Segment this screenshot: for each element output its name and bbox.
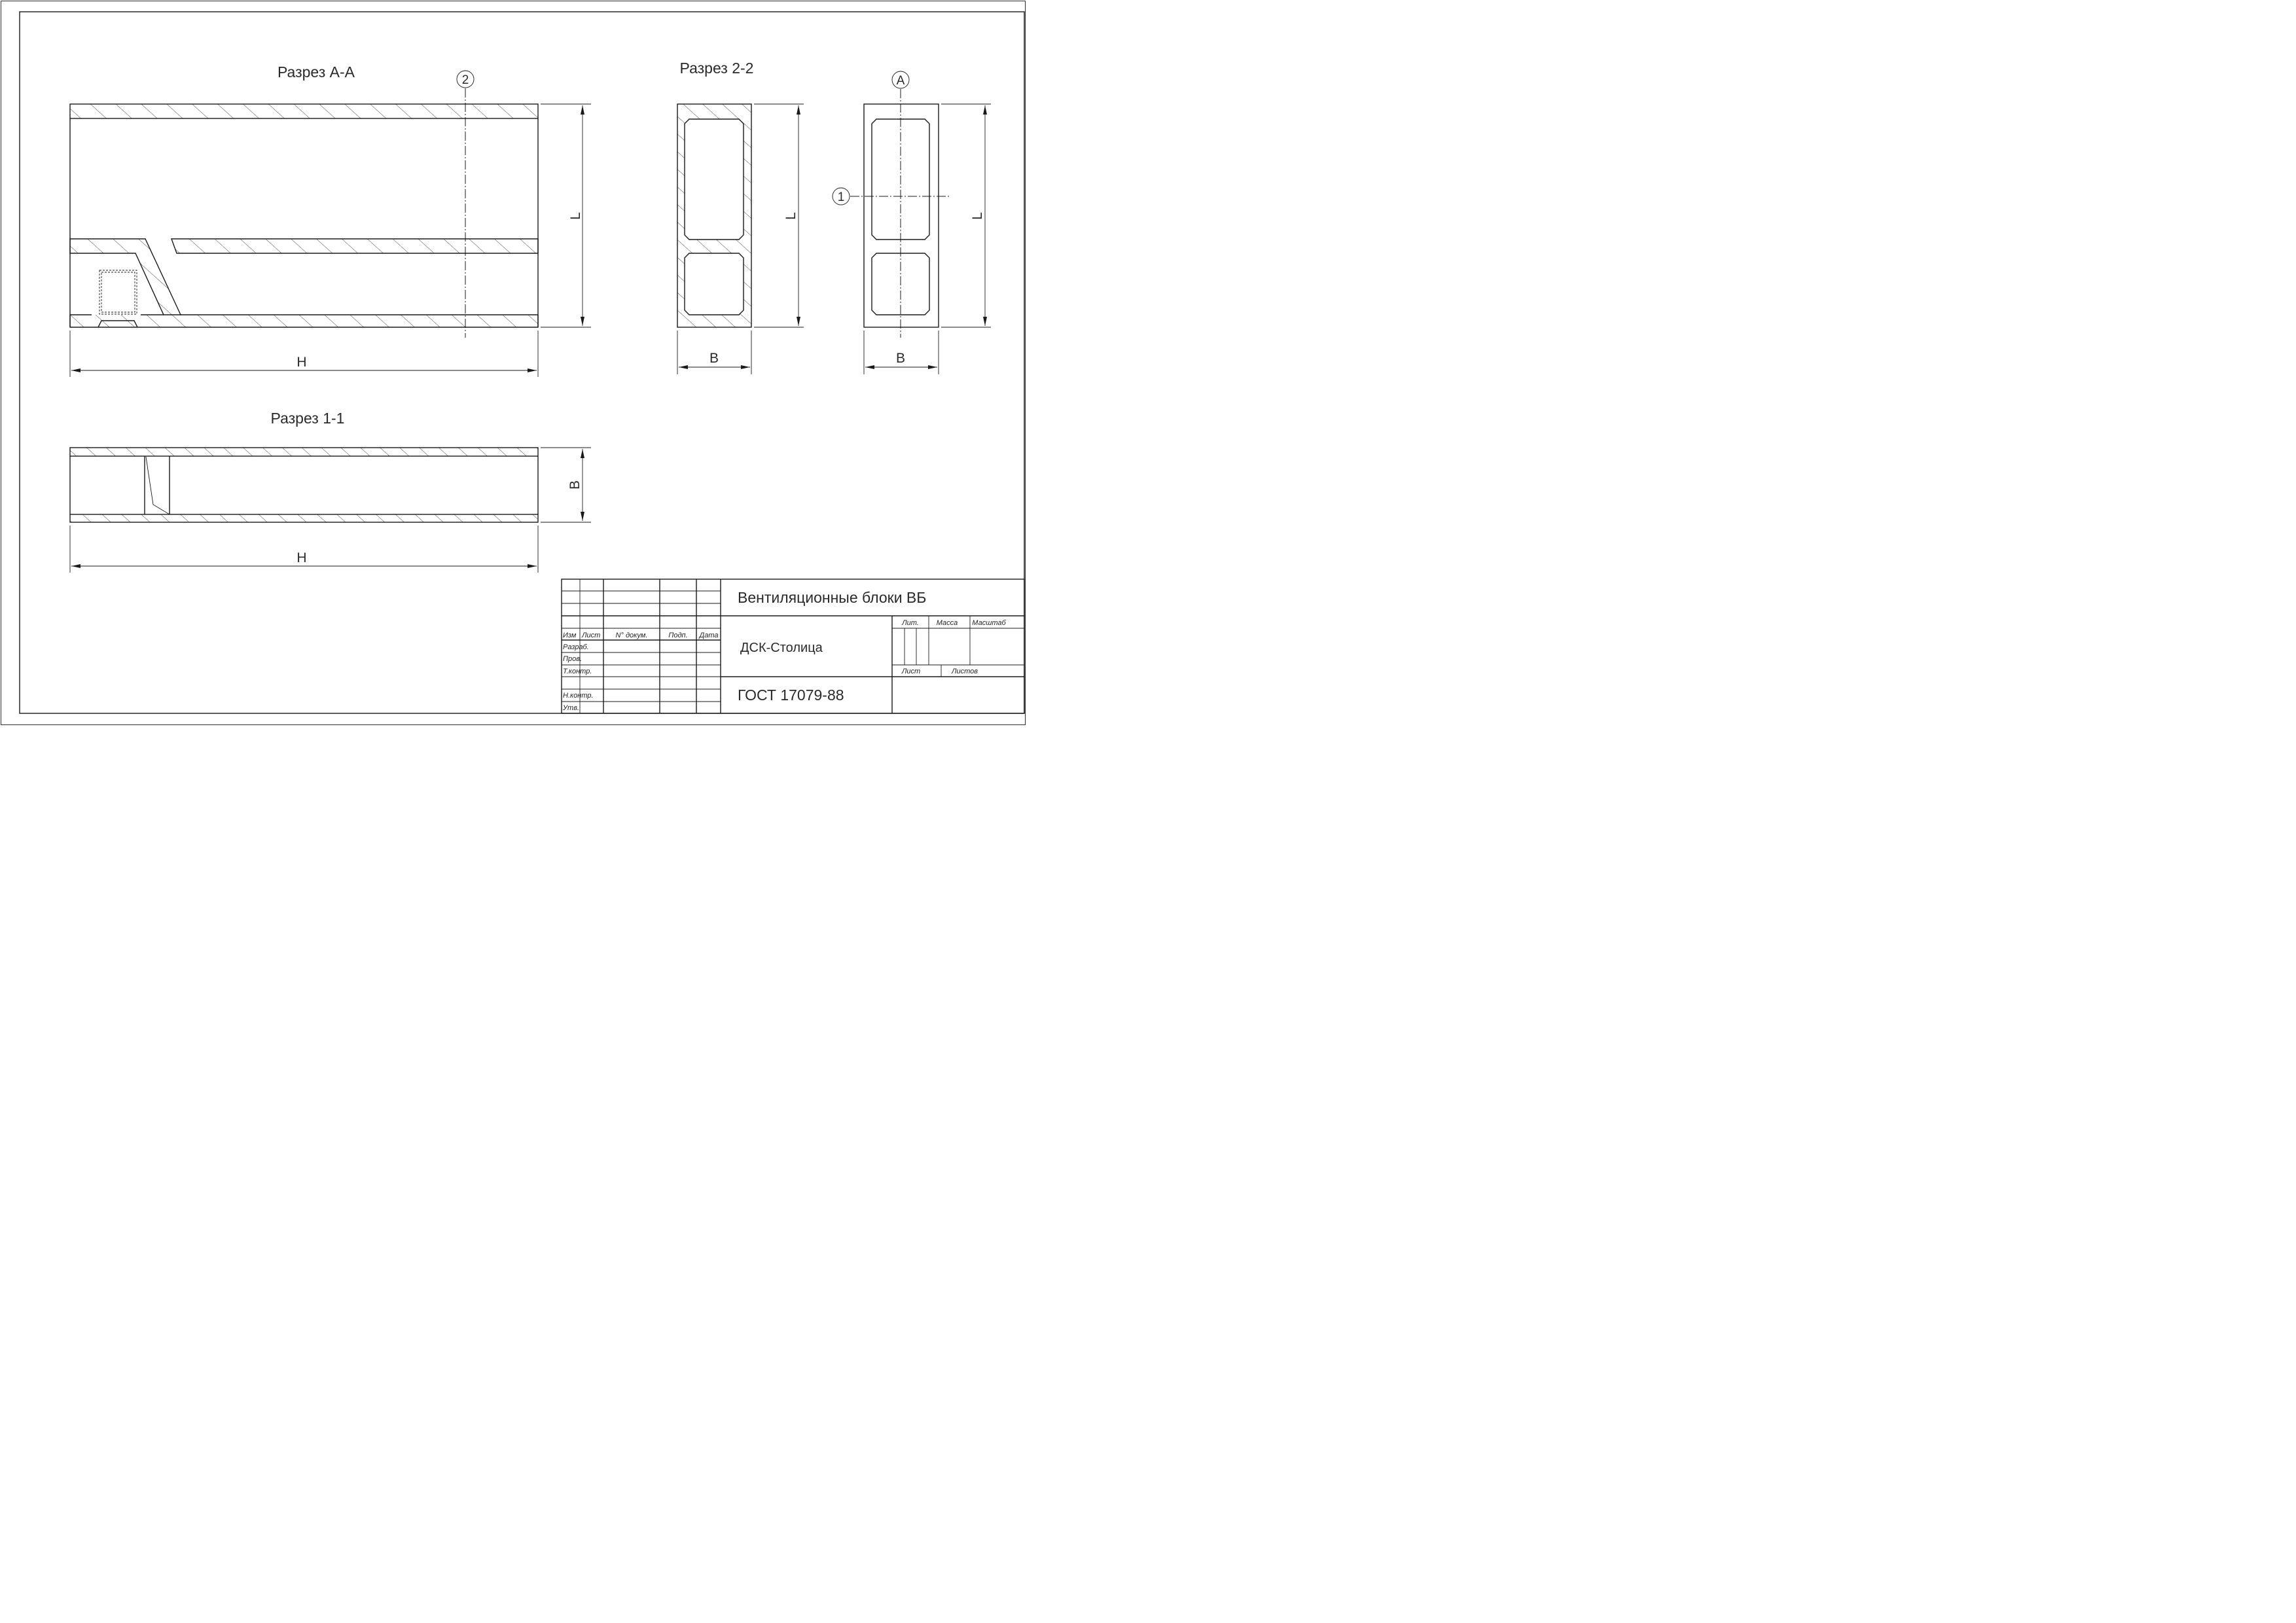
svg-text:H: H: [296, 355, 306, 370]
document-code: ГОСТ 17079-88: [738, 687, 844, 704]
middle-partition-hatch: [171, 239, 538, 253]
svg-text:L: L: [970, 212, 985, 220]
lower-channel: [871, 253, 930, 315]
outer-border: [1, 1, 1026, 725]
section-22-hatch: [677, 104, 751, 327]
svg-text:Масштаб: Масштаб: [972, 619, 1006, 627]
section-aa: Разрез А-А 2 L H: [69, 63, 591, 377]
partition-slope: [145, 456, 170, 515]
svg-text:B: B: [709, 351, 719, 366]
hidden-opening: [99, 270, 137, 315]
section-11-top-hatch: [70, 448, 538, 456]
inner-frame: [19, 11, 1025, 714]
svg-text:Подп.: Подп.: [668, 632, 687, 639]
axis-a-marker: [891, 71, 910, 89]
svg-text:Н.контр.: Н.контр.: [563, 692, 594, 700]
svg-text:L: L: [568, 212, 583, 220]
axis-1-marker: [832, 187, 850, 205]
svg-text:Листов: Листов: [951, 668, 978, 675]
svg-text:2: 2: [462, 73, 469, 87]
front-view: A 1 L B: [832, 71, 991, 374]
svg-text:Лит.: Лит.: [901, 619, 919, 627]
svg-text:Пров.: Пров.: [563, 655, 582, 663]
section-22-title: Разрез 2-2: [680, 60, 754, 77]
title-block: Изм Лист N° докум. Подп. Дата Разраб. Пр…: [561, 579, 1025, 714]
svg-text:H: H: [296, 550, 306, 565]
drawing-name: Вентиляционные блоки ВБ: [738, 589, 926, 606]
organization: ДСК-Столица: [740, 641, 823, 655]
section-aa-title: Разрез А-А: [278, 63, 355, 80]
bottom-wall-hatch: [70, 315, 538, 327]
svg-text:L: L: [783, 212, 798, 220]
section-22: Разрез 2-2 L B: [677, 60, 804, 374]
section-11: Разрез 1-1 B H: [69, 410, 591, 573]
upper-channel: [871, 118, 930, 240]
svg-text:Изм: Изм: [563, 632, 577, 639]
diagonal-partition-hatch: [70, 239, 181, 315]
svg-text:Масса: Масса: [937, 619, 958, 627]
section-11-title: Разрез 1-1: [271, 410, 345, 427]
svg-text:B: B: [896, 351, 905, 366]
svg-text:N° докум.: N° докум.: [616, 632, 648, 639]
top-wall-hatch: [70, 104, 538, 118]
svg-text:Лист: Лист: [581, 632, 600, 639]
svg-text:Лист: Лист: [901, 668, 920, 675]
svg-text:A: A: [897, 74, 905, 88]
svg-text:Утв.: Утв.: [562, 704, 579, 712]
drawing-sheet: Разрез А-А 2 L H: [1, 1, 1026, 725]
svg-text:Дата: Дата: [698, 632, 718, 639]
svg-text:Разраб.: Разраб.: [563, 643, 589, 651]
svg-text:Т.контр.: Т.контр.: [563, 668, 592, 675]
base-pad: [98, 320, 138, 328]
section-11-bottom-hatch: [70, 514, 538, 522]
svg-text:1: 1: [838, 190, 845, 204]
svg-text:B: B: [567, 480, 583, 490]
axis-2-marker: [456, 70, 475, 88]
